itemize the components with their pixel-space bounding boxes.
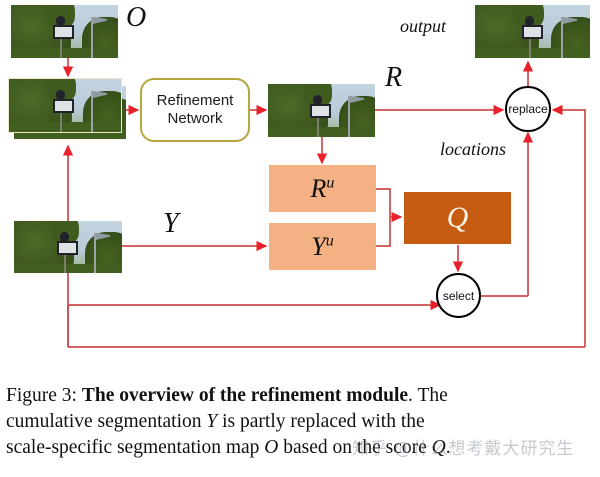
label-Y: Y — [163, 208, 179, 239]
yu-box[interactable]: Yu — [269, 223, 376, 270]
thumb-flag-pole — [348, 96, 350, 137]
stack-front-layer — [8, 78, 122, 133]
thumb-flag-pole — [94, 233, 96, 273]
caption-line-2: cumulative segmentation Y is partly repl… — [0, 409, 600, 435]
diagram-connectors — [62, 58, 586, 348]
label-output: output — [400, 16, 447, 36]
thumb-sign — [57, 241, 78, 255]
thumb-ground — [14, 129, 126, 139]
caption-w2: segmentation — [97, 411, 202, 432]
thumb-sign-top — [525, 16, 534, 26]
ru-base: R — [310, 173, 327, 203]
ru-label: Ru — [311, 174, 335, 204]
refinement-network-label-line2: Network — [167, 110, 223, 127]
replace-node[interactable]: replace — [505, 86, 551, 132]
thumb-flag-pole — [91, 91, 93, 132]
select-node[interactable]: select — [436, 273, 481, 318]
caption-l3b: based on the score — [278, 437, 432, 458]
yu-sup: u — [325, 231, 334, 249]
label-O: O — [126, 2, 147, 33]
thumb-sign-top — [313, 95, 322, 105]
q-box-label: Q — [446, 201, 469, 234]
thumb-sign-pole — [60, 105, 62, 132]
select-label: select — [442, 288, 475, 303]
caption-w5: replaced — [290, 411, 357, 432]
figure-caption: Figure 3: The overview of the refinement… — [0, 383, 600, 477]
thumb-sign-pole — [60, 31, 62, 58]
thumb-sign — [53, 25, 74, 39]
segmentation-thumbnail-O — [11, 5, 118, 58]
thumb-flag — [96, 233, 110, 240]
thumb-flag — [93, 91, 107, 98]
thumb-sign — [53, 99, 74, 113]
thumb-sign — [522, 25, 543, 39]
caption-line-3: scale-specific segmentation map O based … — [0, 435, 600, 461]
caption-line-1: Figure 3: The overview of the refinement… — [0, 383, 600, 409]
caption-w3: is — [222, 411, 236, 432]
q-box[interactable]: Q — [404, 192, 511, 244]
thumb-ground — [11, 48, 118, 58]
label-R: R — [385, 62, 403, 93]
yu-label: Yu — [311, 232, 334, 262]
thumb-flag — [93, 17, 107, 24]
thumb-sign-pole — [64, 247, 66, 273]
segmentation-thumbnail-R — [268, 84, 375, 137]
label-locations: locations — [440, 139, 506, 159]
thumb-ground — [475, 48, 590, 58]
thumb-sign-top — [56, 90, 65, 100]
caption-w1: cumulative — [6, 411, 93, 432]
thumb-flag-pole — [91, 17, 93, 58]
thumb-ground — [14, 263, 122, 273]
thumb-flag — [563, 17, 577, 24]
caption-line1-suffix: . The — [408, 385, 448, 406]
caption-figure-number: Figure 3: — [6, 385, 82, 406]
thumb-flag — [350, 96, 364, 103]
segmentation-thumbnail-Y — [14, 221, 122, 273]
replace-label: replace — [508, 102, 548, 116]
yu-base: Y — [311, 231, 326, 261]
thumb-ground — [9, 122, 121, 132]
caption-w4: partly — [240, 411, 286, 432]
caption-w7: the — [400, 411, 425, 432]
thumb-ground — [268, 127, 375, 137]
thumb-sign-top — [56, 16, 65, 26]
refinement-network-box[interactable]: Refinement Network — [140, 78, 250, 142]
segmentation-thumbnail-output — [475, 5, 590, 58]
figure-diagram: Refinement Network Ru Yu Q replace selec… — [8, 2, 590, 348]
ru-sup: u — [326, 173, 335, 191]
thumb-flag-pole — [561, 17, 563, 58]
refinement-network-label-line1: Refinement — [156, 92, 234, 110]
caption-l3a: scale-specific segmentation map — [6, 437, 265, 458]
thumb-sign-top — [60, 232, 69, 242]
caption-math-Y: Y — [206, 411, 218, 432]
ru-box[interactable]: Ru — [269, 165, 376, 212]
caption-l3c: . — [445, 437, 451, 458]
segmentation-thumbnail-stack — [8, 78, 130, 142]
thumb-sign — [310, 104, 331, 118]
thumb-sign-pole — [317, 110, 319, 137]
thumb-sign-pole — [529, 31, 531, 58]
caption-math-O: O — [264, 437, 279, 458]
caption-w6: with — [361, 411, 396, 432]
caption-math-Q: Q — [431, 437, 446, 458]
caption-bold-title: The overview of the refinement module — [81, 385, 409, 406]
